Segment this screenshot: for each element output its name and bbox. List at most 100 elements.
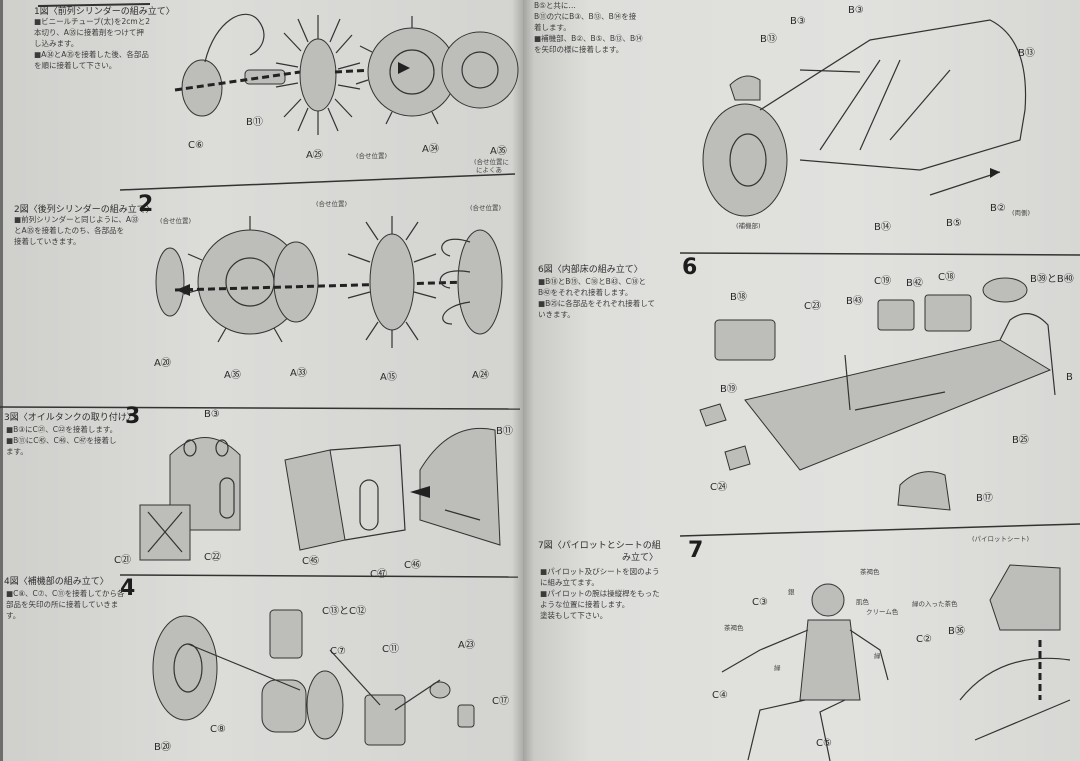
color-label: 茶褐色 [724, 624, 744, 632]
note-line: 本切り、A㉟に接着剤をつけて押 [34, 28, 144, 37]
part-label: B⑪ [246, 117, 263, 128]
step3-notes: ■B③にC㉑、C㉒を接着します。 ■B⑪にC㊺、C㊻、C㊼を接着し ます。 [6, 424, 117, 457]
part-label: C⑤ [816, 738, 832, 749]
color-label: 緑 [774, 664, 781, 672]
note-line: ■パイロットの腕は操縦桿をもった [540, 589, 660, 598]
step5-notes: B⑤と共に… B⑪の穴にB③、B⑬、B⑭を接 着します。 ■補機部、B②、B⑤、… [534, 0, 643, 55]
step1-heading: 1図〈前列シリンダーの組み立て〉 [34, 7, 175, 17]
part-label: B [1066, 372, 1073, 383]
note-line: 塗装もして下さい。 [540, 611, 608, 620]
part-label: C⑦ [330, 646, 346, 657]
part-label: C⑰ [492, 696, 509, 707]
part-label: A㉞ [422, 144, 439, 155]
part-label: A㉕ [306, 150, 323, 161]
step3-number: 3 [125, 404, 141, 429]
part-label: B㊸ [846, 296, 863, 307]
part-label: B⑤ [946, 218, 962, 229]
step4-notes: ■C⑧、C⑦、C⑪を接着してから各 部品を矢印の所に接着していきま す。 [6, 588, 125, 621]
step5-drawing [702, 19, 1027, 217]
part-label: A⑳ [154, 358, 171, 369]
part-label: A㉟ [490, 146, 507, 157]
part-label: C③ [752, 597, 768, 608]
note-label: (合せ位置に [474, 158, 510, 166]
part-label: B⑬ [1018, 48, 1035, 59]
part-label: A⑮ [380, 372, 397, 383]
part-label: C⑲ [874, 276, 891, 287]
part-label: C㊻ [404, 560, 421, 571]
step2-heading: 2図〈後列シリンダーの組み立て〉 [14, 205, 155, 215]
note-line: ■B③にC㉑、C㉒を接着します。 [6, 425, 118, 434]
part-label: B⑱ [730, 292, 747, 303]
part-label: B⑳ [154, 742, 171, 753]
note-label: (パイロットシート) [972, 535, 1030, 543]
book-gutter [512, 0, 534, 761]
part-label: B㉕ [1012, 435, 1029, 446]
color-label: 緑 [874, 652, 881, 660]
step6-notes: ■B⑱とB⑲、C⑱とB㊸、C⑱と B㊷をそれぞれ接着します。 ■B㉕に各部品をそ… [538, 276, 655, 320]
note-label: (合せ位置) [470, 204, 502, 212]
note-line: ■B⑪にC㊺、C㊻、C㊼を接着し [6, 436, 117, 445]
part-label: C⑧ [210, 724, 226, 735]
note-line: 着します。 [534, 23, 571, 32]
note-line: ような位置に接着します。 [540, 600, 630, 609]
note-line: ■補機部、B②、B⑤、B⑬、B⑭ [534, 34, 643, 43]
step1-notes: ■ビニールチューブ(太)を2cmと2 本切り、A㉟に接着剤をつけて押 し込みます… [34, 16, 150, 71]
step4-drawing [152, 609, 475, 746]
note-line: 部品を矢印の所に接着していきま [6, 600, 119, 609]
note-line: を順に接着して下さい。 [34, 61, 117, 70]
part-label: B③ [204, 409, 220, 420]
part-label: B⑲ [720, 384, 737, 395]
note-line: ■B㉕に各部品をそれぞれ接着して [538, 299, 656, 308]
note-label: (補機部) [736, 222, 761, 230]
part-label: C② [916, 634, 932, 645]
part-label: C⑬とC⑫ [322, 606, 366, 617]
part-label: B⑬ [760, 34, 777, 45]
step7-drawing [721, 564, 1071, 761]
part-label: B③ [790, 16, 806, 27]
part-label: A㉝ [290, 368, 307, 379]
part-label: B㊱ [948, 626, 965, 637]
color-label: クリーム色 [866, 608, 899, 616]
part-label: C㉑ [114, 555, 131, 566]
step2-number: 2 [138, 192, 154, 217]
note-label: によくあ [476, 166, 502, 174]
part-label: B② [990, 203, 1006, 214]
note-line: とA㉟を接着したのち、各部品を [14, 226, 125, 235]
note-line: B⑪の穴にB③、B⑬、B⑭を接 [534, 12, 637, 21]
step2-drawing [155, 216, 503, 348]
note-label: (合せ位置) [316, 200, 348, 208]
part-label: A㉓ [458, 640, 475, 651]
part-label: C㉔ [710, 482, 727, 493]
part-label: B⑭ [874, 222, 891, 233]
step7-heading-line2: み立て〉 [622, 553, 659, 563]
part-label: A㉟ [224, 370, 241, 381]
part-label: B㊷ [906, 278, 923, 289]
step3-drawing [139, 427, 501, 561]
note-line: ■パイロット及びシートを図のよう [540, 567, 660, 576]
part-label: B③ [848, 5, 864, 16]
part-label: C㉒ [204, 552, 221, 563]
note-line: ■C⑧、C⑦、C⑪を接着してから各 [6, 589, 125, 598]
part-label: C⑪ [382, 644, 399, 655]
color-label: 銀 [788, 588, 795, 596]
note-label: (合せ位置) [160, 217, 192, 225]
step6-number: 6 [682, 255, 698, 280]
part-label: C⑥ [188, 140, 204, 151]
part-label: A㉔ [472, 370, 489, 381]
color-label: 肌色 [856, 598, 869, 606]
part-label: C④ [712, 690, 728, 701]
step2-notes: ■前列シリンダーと同じように、A㉝ とA㉟を接着したのち、各部品を 接着していき… [14, 214, 139, 247]
note-label: (合せ位置) [356, 152, 388, 160]
note-line: ■B⑱とB⑲、C⑱とB㊸、C⑱と [538, 277, 646, 286]
note-line: いきます。 [538, 310, 575, 319]
part-label: C㊼ [370, 569, 387, 580]
note-line: ます。 [6, 447, 28, 456]
color-label: 茶褐色 [860, 568, 880, 576]
step6-drawing [699, 277, 1056, 511]
note-line: ■A㉞とA㉟を接着した後、各部品 [34, 50, 149, 59]
step7-heading-line1: 7図〈パイロットとシートの組 [538, 541, 661, 551]
note-line: 接着していきます。 [14, 237, 81, 246]
left-page [0, 0, 523, 761]
note-line: B㊷をそれぞれ接着します。 [538, 288, 633, 297]
